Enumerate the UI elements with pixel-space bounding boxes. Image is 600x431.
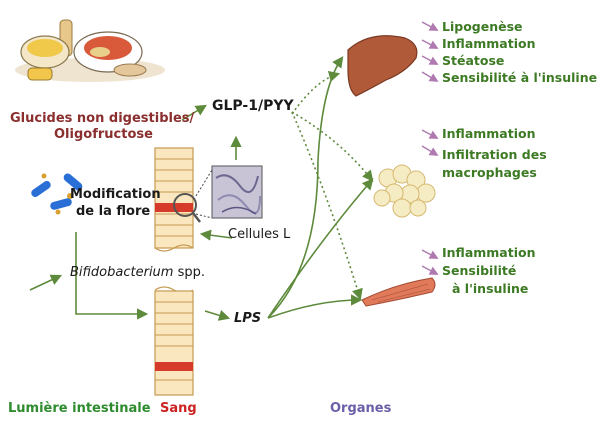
cellules-l-label: Cellules L xyxy=(228,227,291,242)
liver-effect-2: Inflammation xyxy=(442,36,536,51)
bifidobacterium-genus: Bifidobacterium xyxy=(70,265,174,280)
muscle-icon xyxy=(361,277,436,307)
intestinal-wall-upper xyxy=(154,147,194,252)
glp1-pyy-label: GLP-1/PYY xyxy=(212,98,294,114)
food-illustration xyxy=(15,19,165,82)
liver-effect-4: Sensibilité à l'insuline xyxy=(442,70,598,85)
glucides-label-line1: Glucides non digestibles/ xyxy=(10,111,195,126)
bifidobacterium-suffix: spp. xyxy=(173,265,206,280)
flora-label-line1: Modification xyxy=(70,187,161,202)
adipose-effect-2: Infiltration des xyxy=(442,147,547,162)
muscle-effect-2: Sensibilité xyxy=(442,263,517,278)
magnifier-icon xyxy=(173,193,201,223)
l-cell-micrograph xyxy=(195,165,263,219)
lps-label: LPS xyxy=(234,311,262,326)
liver-effect-3: Stéatose xyxy=(442,53,505,68)
bacteria-icon xyxy=(31,173,83,215)
glucides-label-line2: Oligofructose xyxy=(54,127,153,142)
pathway-arrows xyxy=(29,56,374,321)
muscle-effect-1: Inflammation xyxy=(442,245,536,260)
muscle-effect-3: à l'insuline xyxy=(452,281,529,296)
lumiere-intestinale-label: Lumière intestinale xyxy=(8,401,151,416)
adipose-tissue-icon xyxy=(373,164,436,218)
adipose-effect-1: Inflammation xyxy=(442,126,536,141)
bifidobacterium-label: Bifidobacterium spp. xyxy=(70,265,206,281)
organes-label: Organes xyxy=(330,401,392,416)
flora-label-line2: de la flore xyxy=(76,204,151,219)
intestinal-wall-lower xyxy=(154,286,194,396)
sang-label: Sang xyxy=(160,401,197,416)
adipose-effect-3: macrophages xyxy=(442,165,537,180)
effect-arrows xyxy=(421,21,439,275)
liver-icon xyxy=(347,35,418,97)
liver-effect-1: Lipogenèse xyxy=(442,19,523,34)
